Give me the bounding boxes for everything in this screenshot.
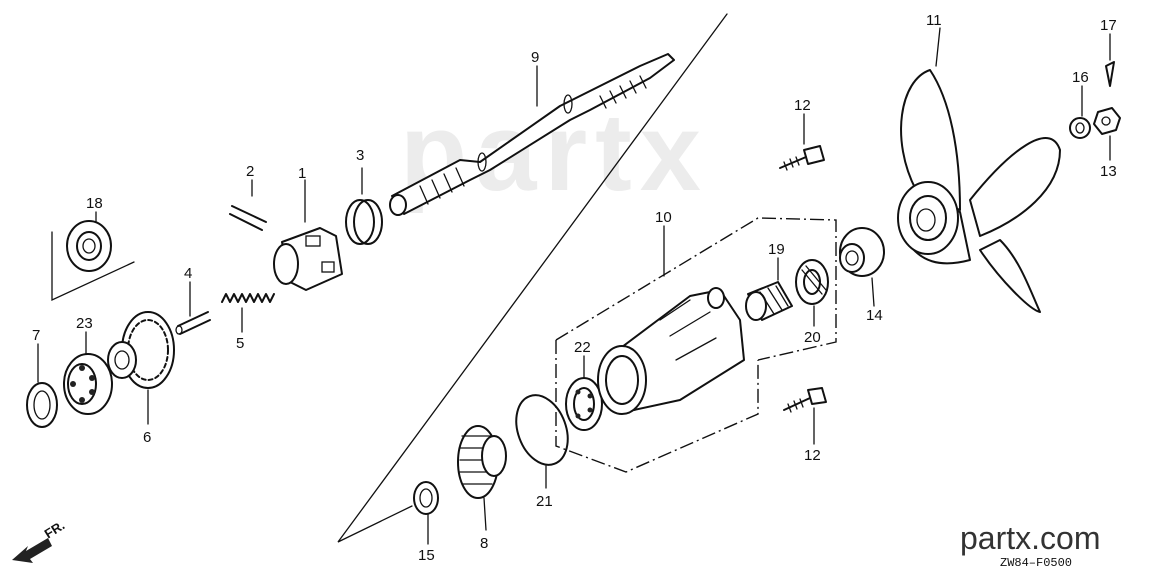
callout-19: 19 [768,241,785,258]
callout-12-upper: 12 [794,97,811,114]
part-7-washer[interactable] [26,382,58,428]
part-16-washer[interactable] [1069,117,1091,139]
leader-lines [37,27,1111,545]
part-3-ring[interactable] [345,199,383,245]
callout-23: 23 [76,315,93,332]
callout-2: 2 [246,163,254,180]
part-4-pin[interactable] [175,311,211,335]
part-14-thrust-washer[interactable] [839,227,885,277]
callout-6: 6 [143,429,151,446]
part-15-washer[interactable] [413,481,439,515]
callout-11: 11 [926,12,942,29]
part-2-pin[interactable] [229,205,267,231]
callout-17: 17 [1100,17,1117,34]
callout-3: 3 [356,147,364,164]
callout-7: 7 [32,327,40,344]
part-17-cotter-pin[interactable] [1105,61,1115,87]
part-12-lower-bolt[interactable] [783,387,827,413]
section-outline [337,13,728,543]
callout-numbers: 1 2 3 4 5 6 7 8 9 10 11 12 12 13 14 15 1… [32,12,1117,564]
part-5-spring[interactable] [221,293,275,303]
callout-15: 15 [418,547,435,564]
callout-13: 13 [1100,163,1117,180]
callout-8: 8 [480,535,488,552]
callout-10: 10 [655,209,672,226]
part-1-clutch[interactable] [273,227,343,291]
part-23-bearing[interactable] [63,353,113,415]
callout-12-lower: 12 [804,447,821,464]
callout-22: 22 [574,339,591,356]
part-22-bearing[interactable] [565,377,603,431]
diagram-code: ZW84–F0500 [1000,556,1073,570]
part-21-o-ring[interactable] [507,388,577,472]
part-10-bearing-holder[interactable] [555,217,837,473]
part-18-bearing[interactable] [51,220,135,302]
part-8-reverse-gear[interactable] [457,425,507,499]
callout-21: 21 [536,493,553,510]
callout-20: 20 [804,329,821,346]
part-13-castle-nut[interactable] [1093,107,1121,135]
site-label: partx.com [960,520,1101,556]
callout-5: 5 [236,335,244,352]
part-9-propeller-shaft[interactable] [389,53,675,216]
callout-1: 1 [298,165,306,182]
callout-16: 16 [1072,69,1089,86]
callout-9: 9 [531,49,539,66]
front-direction-arrow-icon [12,538,52,563]
part-20-bearing[interactable] [795,259,829,305]
callout-4: 4 [184,265,192,282]
callout-14: 14 [866,307,883,324]
callout-18: 18 [86,195,103,212]
part-6-forward-gear[interactable] [107,311,175,389]
part-19-needle-bearing[interactable] [745,281,793,321]
part-12-upper-bolt[interactable] [779,145,825,171]
part-11-propeller[interactable] [897,69,1061,313]
